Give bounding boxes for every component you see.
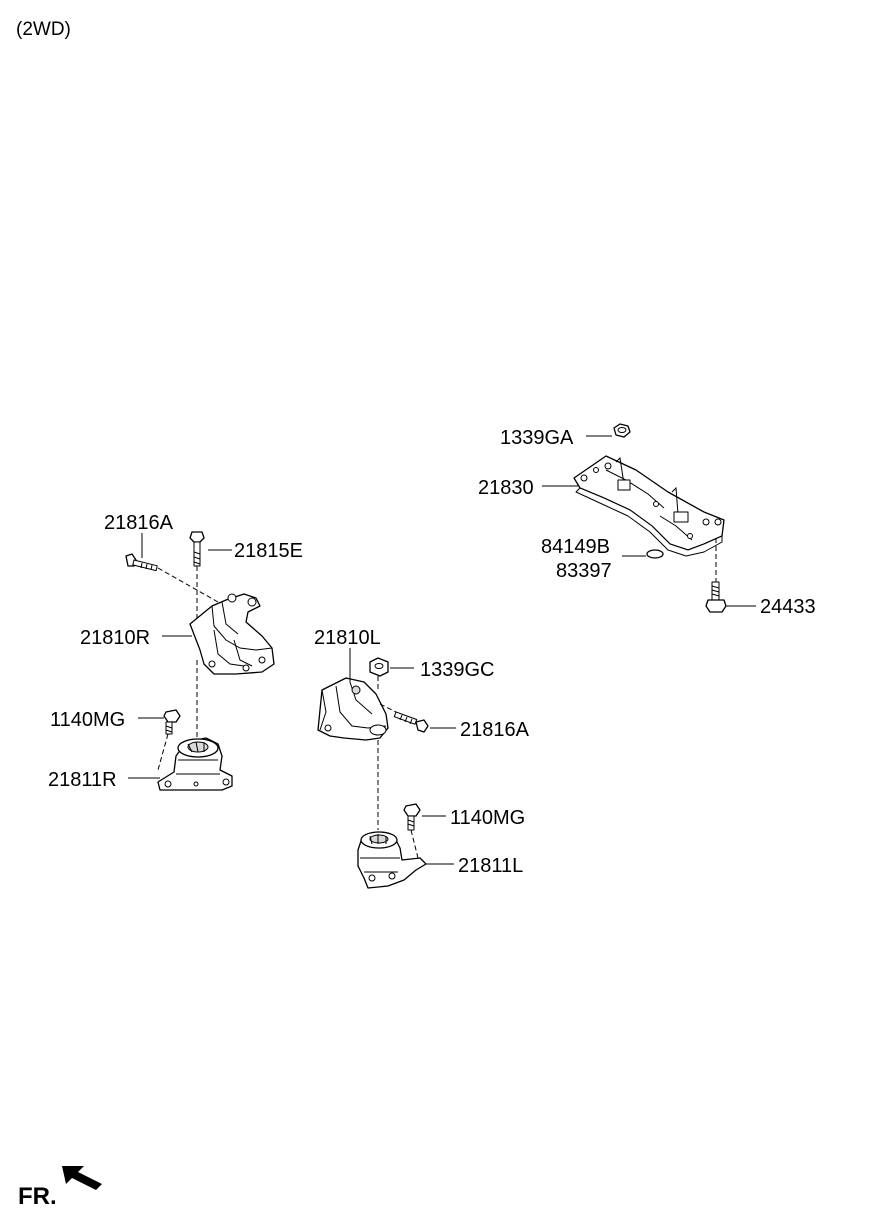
label-21810R[interactable]: 21810R — [80, 627, 150, 649]
bolt-1140MG-left[interactable] — [403, 803, 421, 859]
bolt-21816A-right[interactable] — [125, 553, 219, 603]
bolt-21816A-left[interactable] — [379, 703, 429, 733]
label-21811R[interactable]: 21811R — [48, 769, 117, 791]
label-21830[interactable]: 21830 — [478, 477, 534, 499]
bolt-1140MG-right[interactable] — [157, 709, 181, 771]
label-21815E[interactable]: 21815E — [234, 540, 303, 562]
engine-mount-bracket-21810R[interactable] — [189, 593, 275, 675]
engine-mount-bracket-21810L[interactable] — [317, 677, 389, 741]
nut-1339GC[interactable] — [369, 657, 389, 677]
engine-mount-insulator-21811R[interactable] — [157, 737, 233, 791]
label-1339GC[interactable]: 1339GC — [420, 659, 495, 681]
label-21811L[interactable]: 21811L — [458, 855, 523, 877]
label-21810L[interactable]: 21810L — [314, 627, 381, 649]
engine-mount-insulator-21811L[interactable] — [357, 831, 427, 889]
label-1140MG-right[interactable]: 1140MG — [50, 709, 125, 731]
label-1339GA[interactable]: 1339GA — [500, 427, 574, 449]
label-24433[interactable]: 24433 — [760, 596, 816, 618]
label-21816A-left[interactable]: 21816A — [460, 719, 530, 741]
dowel-84149B[interactable] — [646, 549, 664, 559]
variant-label: (2WD) — [16, 19, 71, 40]
label-1140MG-left[interactable]: 1140MG — [450, 807, 525, 829]
bolt-24433[interactable] — [705, 538, 727, 613]
label-83397[interactable]: 83397 — [556, 560, 612, 582]
front-arrow-icon — [62, 1166, 102, 1190]
transmission-support-bracket[interactable] — [573, 455, 725, 557]
nut-1339GA[interactable] — [613, 423, 631, 438]
bolt-21815E[interactable] — [189, 531, 205, 618]
front-direction-label: FR. — [18, 1183, 57, 1210]
label-84149B[interactable]: 84149B — [541, 536, 610, 558]
label-21816A-right[interactable]: 21816A — [104, 512, 174, 534]
